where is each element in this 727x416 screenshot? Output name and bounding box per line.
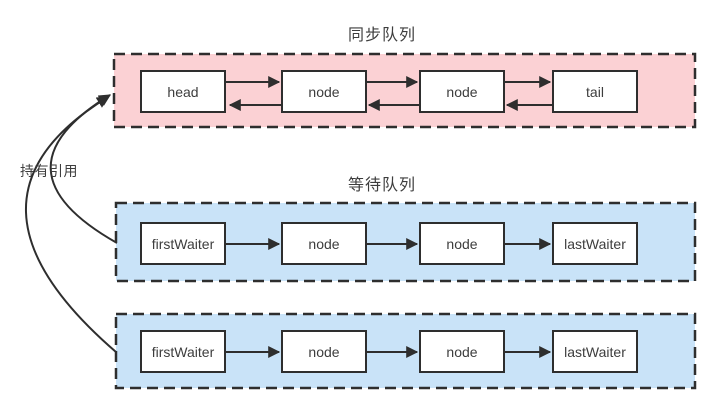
wait1-node-1: node	[281, 222, 367, 265]
sync-queue-title: 同步队列	[348, 27, 417, 44]
wait1-node-firstwaiter: firstWaiter	[140, 222, 226, 265]
wait2-node-firstwaiter: firstWaiter	[140, 330, 226, 373]
wait1-node-2: node	[419, 222, 505, 265]
sync-node-head: head	[140, 70, 226, 113]
wait-queue-title: 等待队列	[348, 177, 417, 194]
wait2-node-1: node	[281, 330, 367, 373]
sync-node-tail: tail	[552, 70, 638, 113]
wait1-node-lastwaiter: lastWaiter	[552, 222, 638, 265]
reference-arrow-from-wait-queue-2	[25, 96, 117, 353]
wait2-node-lastwaiter: lastWaiter	[552, 330, 638, 373]
sync-node-2: node	[419, 70, 505, 113]
sync-node-1: node	[281, 70, 367, 113]
reference-label: 持有引用	[20, 163, 78, 179]
wait2-node-2: node	[419, 330, 505, 373]
